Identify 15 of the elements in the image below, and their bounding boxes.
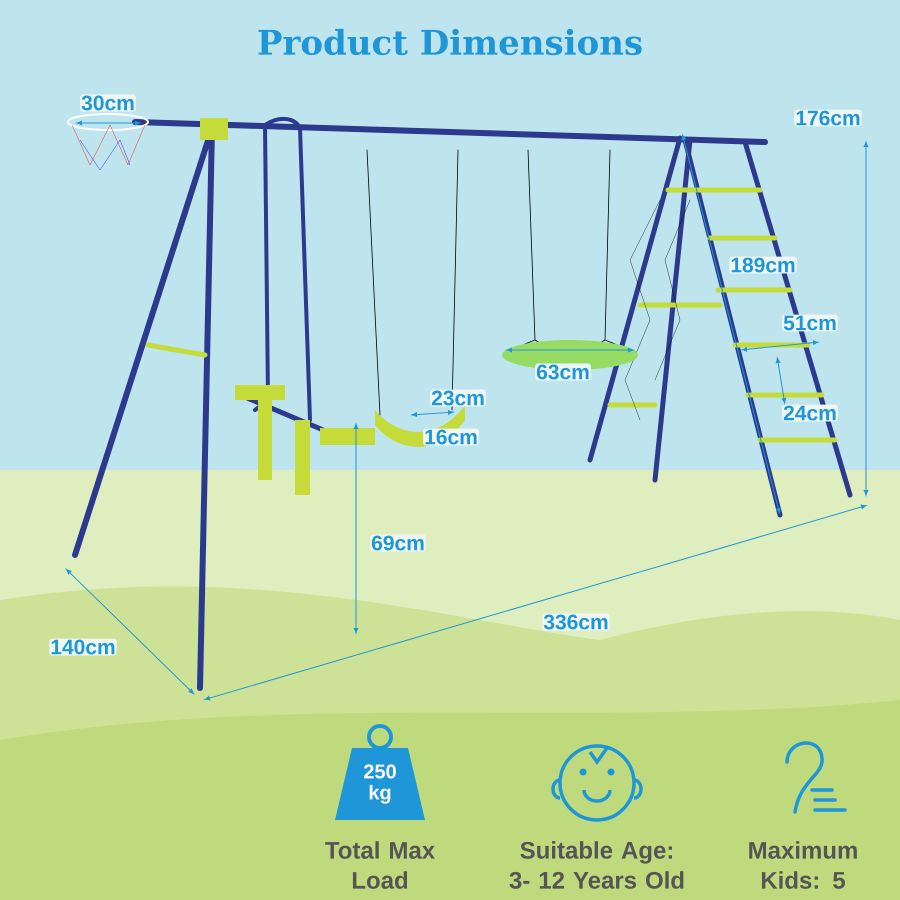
dimension-label: 16cm [423,428,479,446]
dimension-label: 63cm [535,364,591,380]
feature-text: Maximum Kids: 5 [749,841,857,889]
dimension-label: 140cm [49,638,117,656]
dimension-label: 176cm [794,110,862,126]
title: Product Dimensions [258,28,642,56]
dimension-label: 24cm [782,404,838,422]
feature-text: Total Max Load [325,841,435,889]
dimension-label: 336cm [542,614,610,630]
feature-text: Suitable Age: 3- 12 Years Old [510,841,684,889]
dimension-label: 69cm [370,534,426,552]
dimension-label: 51cm [782,314,838,332]
dimension-label: 23cm [430,390,486,406]
dimension-label: 189cm [729,256,797,274]
dimension-label: 30cm [80,94,136,112]
